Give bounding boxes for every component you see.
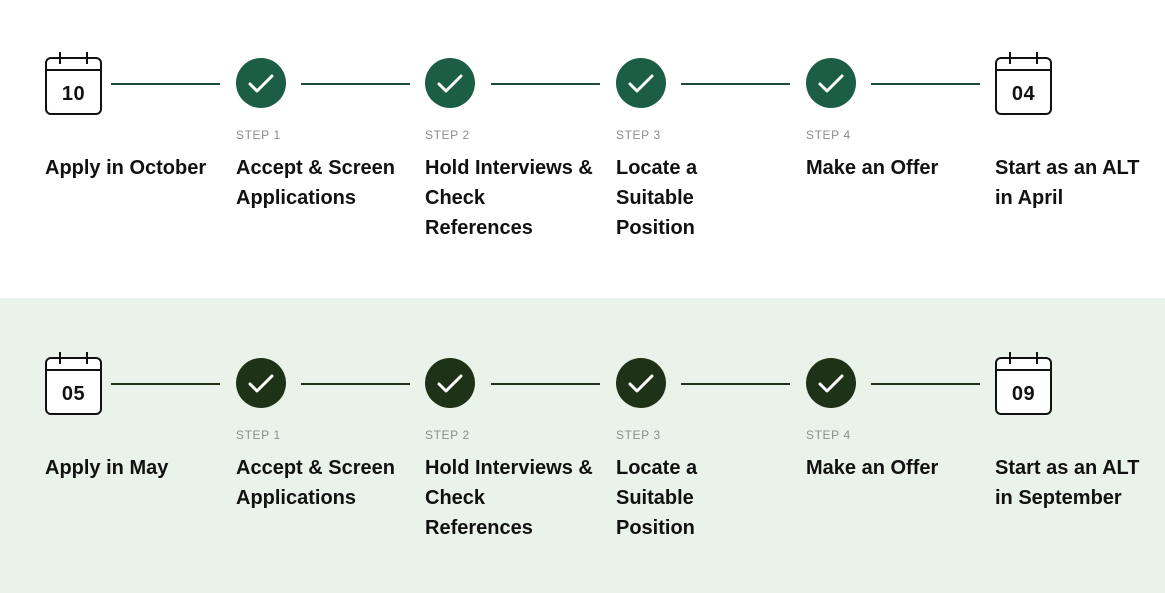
check-icon [236,58,286,108]
check-icon [616,358,666,408]
step-label: STEP 4 [806,128,851,142]
step-title: Locate a Suitable Position [616,457,698,539]
start-title: Apply in May [45,457,169,479]
step-label: STEP 1 [236,128,281,142]
calendar-icon: 09 [995,352,1052,415]
connector-line [681,383,790,385]
connector-line [871,83,980,85]
step-label: STEP 4 [806,428,851,442]
start-day: 05 [61,383,86,405]
calendar-icon: 05 [45,352,102,415]
calendar-icon: 10 [45,52,102,115]
connector-line [301,383,410,385]
step-title: Make an Offer [806,457,939,479]
start-day: 10 [61,83,86,105]
connector-line [871,383,980,385]
connector-line [111,83,220,85]
step-label: STEP 1 [236,428,281,442]
connector-line [491,383,600,385]
start-title: Apply in October [45,157,207,179]
timeline-october: 10 Apply in October STEP 1 Accept & Scre… [45,52,1140,239]
step-title: Locate a Suitable Position [616,157,698,239]
step-label: STEP 2 [425,428,470,442]
connector-line [681,83,790,85]
step-title: Hold Interviews & Check References [425,157,593,239]
check-icon [425,58,475,108]
calendar-icon: 04 [995,52,1052,115]
check-icon [806,358,856,408]
check-icon [236,358,286,408]
connector-line [111,383,220,385]
end-title: Start as an ALT in April [995,157,1140,209]
step-label: STEP 3 [616,128,661,142]
step-title: Accept & Screen Applications [236,157,395,209]
end-title: Start as an ALT in September [995,457,1140,509]
step-label: STEP 2 [425,128,470,142]
step-title: Accept & Screen Applications [236,457,395,509]
check-icon [425,358,475,408]
step-label: STEP 3 [616,428,661,442]
connector-line [301,83,410,85]
step-title: Make an Offer [806,157,939,179]
end-day: 04 [1011,83,1036,105]
step-title: Hold Interviews & Check References [425,457,593,539]
timeline-may: 05 Apply in May STEP 1 Accept & Screen A… [0,298,1165,593]
check-icon [616,58,666,108]
end-day: 09 [1011,383,1036,405]
check-icon [806,58,856,108]
connector-line [491,83,600,85]
